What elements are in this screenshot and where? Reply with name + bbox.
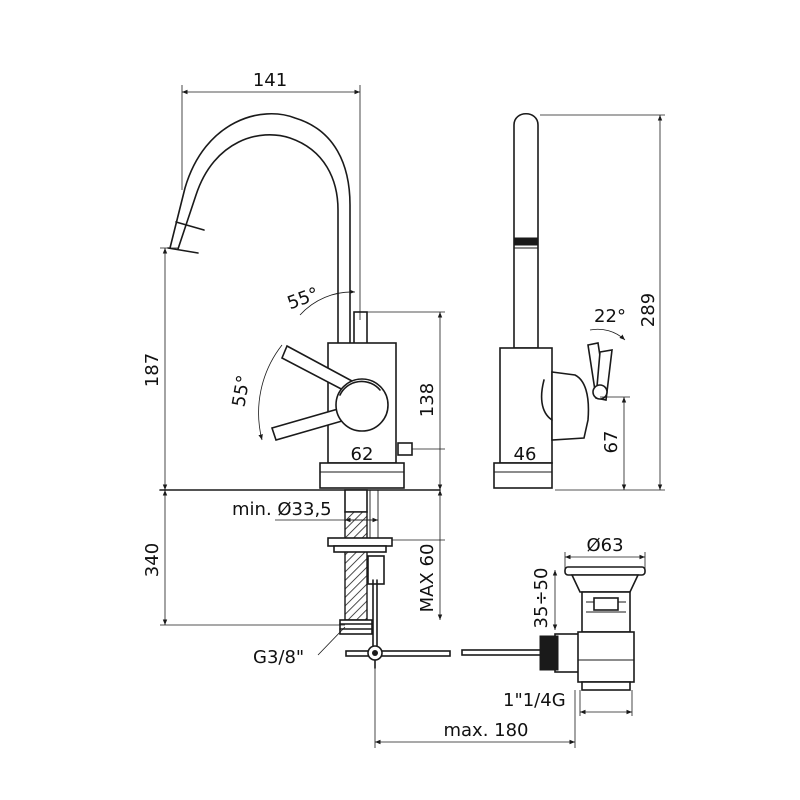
side-base xyxy=(493,462,553,489)
dim-base-side: 46 xyxy=(514,444,537,465)
dim-height-below: 340 xyxy=(142,543,163,577)
mounting-shank xyxy=(344,489,368,513)
faucet-base-front xyxy=(319,462,405,489)
waste-flange xyxy=(564,566,646,576)
dim-angle-lower: 55° xyxy=(228,374,254,409)
side-view xyxy=(493,112,613,489)
dim-height-lever: 67 xyxy=(601,431,622,454)
aerator xyxy=(513,237,539,246)
dimension-lines xyxy=(160,85,665,748)
side-lever-housing xyxy=(551,371,590,441)
fixing-washer xyxy=(327,537,393,547)
dim-angle-side: 22° xyxy=(594,306,626,327)
dim-angle-upper: 55° xyxy=(285,284,322,315)
spout xyxy=(169,112,351,369)
side-spout xyxy=(513,112,539,349)
dim-hole-min: min. Ø33,5 xyxy=(232,499,332,520)
dim-waste-range: 35÷50 xyxy=(531,568,552,629)
dim-base-front: 62 xyxy=(351,444,374,465)
lever-hub xyxy=(335,378,389,432)
dim-height-body: 138 xyxy=(417,383,438,417)
pop-up-knob xyxy=(397,442,413,456)
dim-waste-diameter: Ø63 xyxy=(586,535,623,556)
dim-max-thickness: MAX 60 xyxy=(417,544,438,613)
dim-pull-rod: max. 180 xyxy=(443,720,528,741)
dim-waste-thread: 1"1/4G xyxy=(503,690,566,711)
dim-width-top: 141 xyxy=(253,70,287,91)
pop-up-waste xyxy=(539,566,646,691)
dim-thread-supply: G3/8" xyxy=(253,647,304,668)
dim-height-left: 187 xyxy=(142,353,163,387)
spout-tip xyxy=(167,221,205,254)
braided-hose xyxy=(344,511,368,621)
front-view xyxy=(159,112,543,669)
waste-tail xyxy=(577,631,635,683)
dim-height-total: 289 xyxy=(638,293,659,327)
